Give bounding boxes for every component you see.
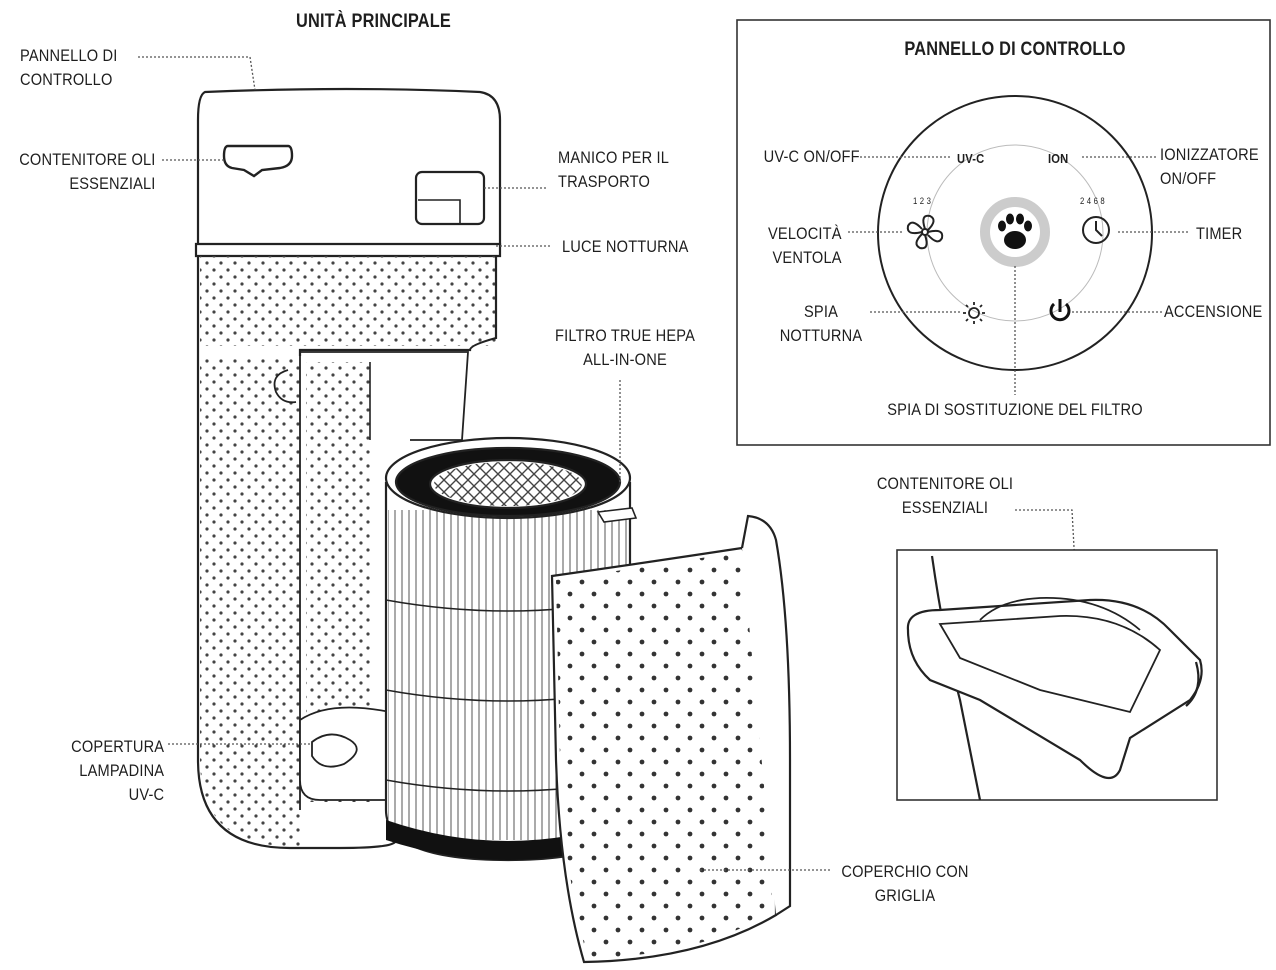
fan-speed-marks: 1 2 3: [913, 196, 932, 206]
oil-tray-illustration: [906, 555, 1203, 801]
label-ionizer: IONIZZATORE ON/OFF: [1160, 143, 1259, 191]
unit-leader-lines: [138, 56, 1079, 871]
label-uvc-cover: COPERTURA LAMPADINA UV-C: [71, 735, 164, 807]
power-icon: [1049, 299, 1071, 322]
label-ionizer-line2: ON/OFF: [1160, 169, 1217, 188]
ion-button[interactable]: ION: [1048, 151, 1069, 166]
label-uvc-cover-line1: COPERTURA: [70, 737, 164, 756]
night-light-sun-icon: [963, 302, 985, 324]
label-oil-container: CONTENITORE OLI ESSENZIALI: [20, 148, 156, 196]
label-hepa-filter-line2: ALL-IN-ONE: [583, 350, 667, 369]
label-uvc-onoff: UV-C ON/OFF: [763, 147, 860, 166]
panel-leader-lines: [848, 156, 1188, 395]
label-fan-speed: VELOCITÀ VENTOLA: [768, 222, 842, 270]
label-fan-speed-line1: VELOCITÀ: [768, 224, 842, 243]
label-oil-container-line1: CONTENITORE OLI: [19, 150, 156, 169]
label-night-light: LUCE NOTTURNA: [562, 237, 689, 256]
label-ionizer-line1: IONIZZATORE: [1160, 145, 1259, 164]
detail-label-line1: CONTENITORE OLI: [876, 474, 1014, 493]
label-night-indicator-line2: NOTTURNA: [779, 326, 863, 345]
label-power: ACCENSIONE: [1164, 302, 1263, 321]
label-filter-indicator: SPIA DI SOSTITUZIONE DEL FILTRO: [887, 400, 1143, 419]
timer-icon: [1082, 216, 1110, 244]
uvc-button[interactable]: UV-C: [957, 151, 985, 166]
label-uvc-cover-line3: UV-C: [128, 785, 164, 804]
label-grille-cover-line2: GRIGLIA: [874, 886, 936, 905]
label-grille-cover-line1: COPERCHIO CON: [841, 862, 969, 881]
label-night-indicator-line1: SPIA: [803, 302, 838, 321]
panel-title: PANNELLO DI CONTROLLO: [904, 39, 1126, 60]
label-timer: TIMER: [1196, 224, 1243, 243]
label-oil-container-line2: ESSENZIALI: [69, 174, 156, 193]
label-control-panel-line2: CONTROLLO: [20, 70, 113, 89]
detail-label-line2: ESSENZIALI: [901, 498, 989, 517]
detail-label-oil-container: CONTENITORE OLI ESSENZIALI: [863, 472, 1026, 520]
label-fan-speed-line2: VENTOLA: [772, 248, 842, 267]
main-unit-illustration: [194, 87, 502, 850]
label-handle-line1: MANICO PER IL: [558, 148, 670, 167]
paw-icon: [998, 213, 1032, 249]
timer-marks: 2 4 6 8: [1080, 196, 1105, 206]
label-hepa-filter-line1: FILTRO TRUE HEPA: [554, 326, 696, 345]
label-control-panel: PANNELLO DI CONTROLLO: [20, 44, 118, 92]
label-handle-line2: TRASPORTO: [558, 172, 651, 191]
main-unit-title: UNITÀ PRINCIPALE: [296, 11, 451, 32]
grille-cover-illustration: [550, 514, 792, 964]
label-uvc-cover-line2: LAMPADINA: [79, 761, 164, 780]
fan-icon: [906, 214, 944, 250]
label-hepa-filter: FILTRO TRUE HEPA ALL-IN-ONE: [535, 324, 716, 372]
label-night-indicator: SPIA NOTTURNA: [774, 300, 869, 348]
label-handle: MANICO PER IL TRASPORTO: [558, 146, 669, 194]
label-grille-cover: COPERCHIO CON GRIGLIA: [815, 860, 996, 908]
label-control-panel-line1: PANNELLO DI: [20, 46, 118, 65]
